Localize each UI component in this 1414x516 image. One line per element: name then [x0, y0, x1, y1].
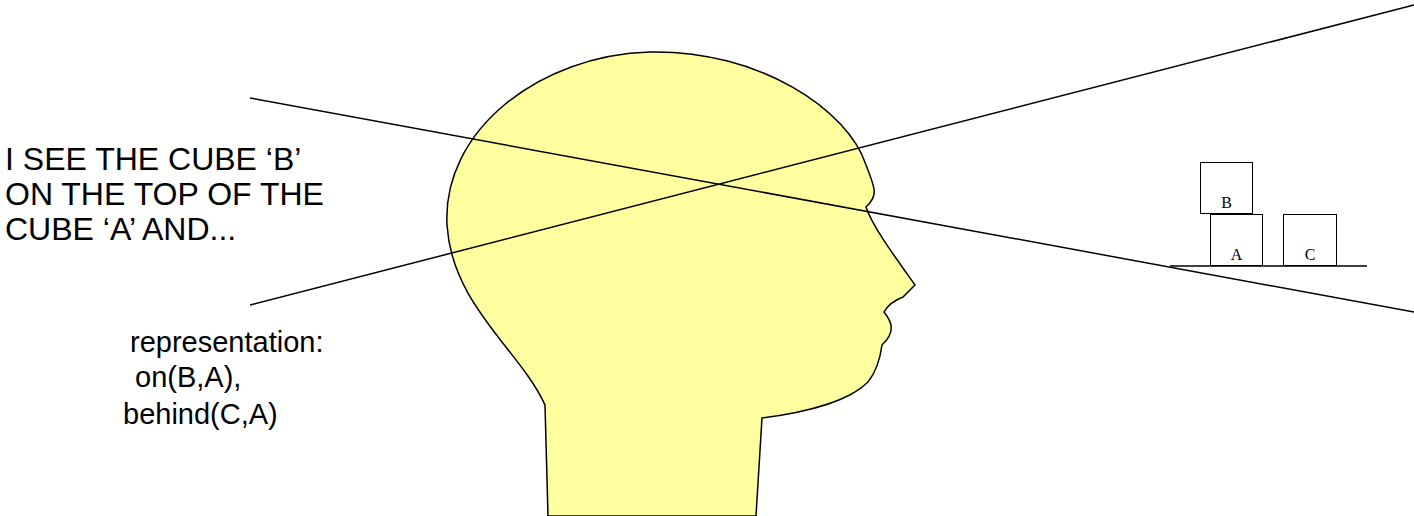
representation-text: on(B,A), — [135, 363, 241, 392]
thought-text: CUBE ‘A’ AND... — [5, 213, 236, 245]
thought-text: I SEE THE CUBE ‘B’ — [5, 143, 301, 175]
cube-label: C — [1305, 247, 1316, 265]
representation-text: representation: — [130, 328, 323, 357]
cube-label: B — [1221, 195, 1232, 213]
cube-box: C — [1283, 214, 1337, 266]
sight-line — [250, 5, 1414, 305]
cube-box: B — [1200, 162, 1253, 214]
thought-text: ON THE TOP OF THE — [5, 178, 324, 210]
representation-text: behind(C,A) — [123, 400, 278, 429]
head-silhouette — [447, 52, 915, 516]
ground-line — [1170, 265, 1367, 267]
cube-label: A — [1231, 247, 1243, 265]
sight-line — [250, 98, 1414, 312]
cube-box: A — [1210, 214, 1263, 266]
